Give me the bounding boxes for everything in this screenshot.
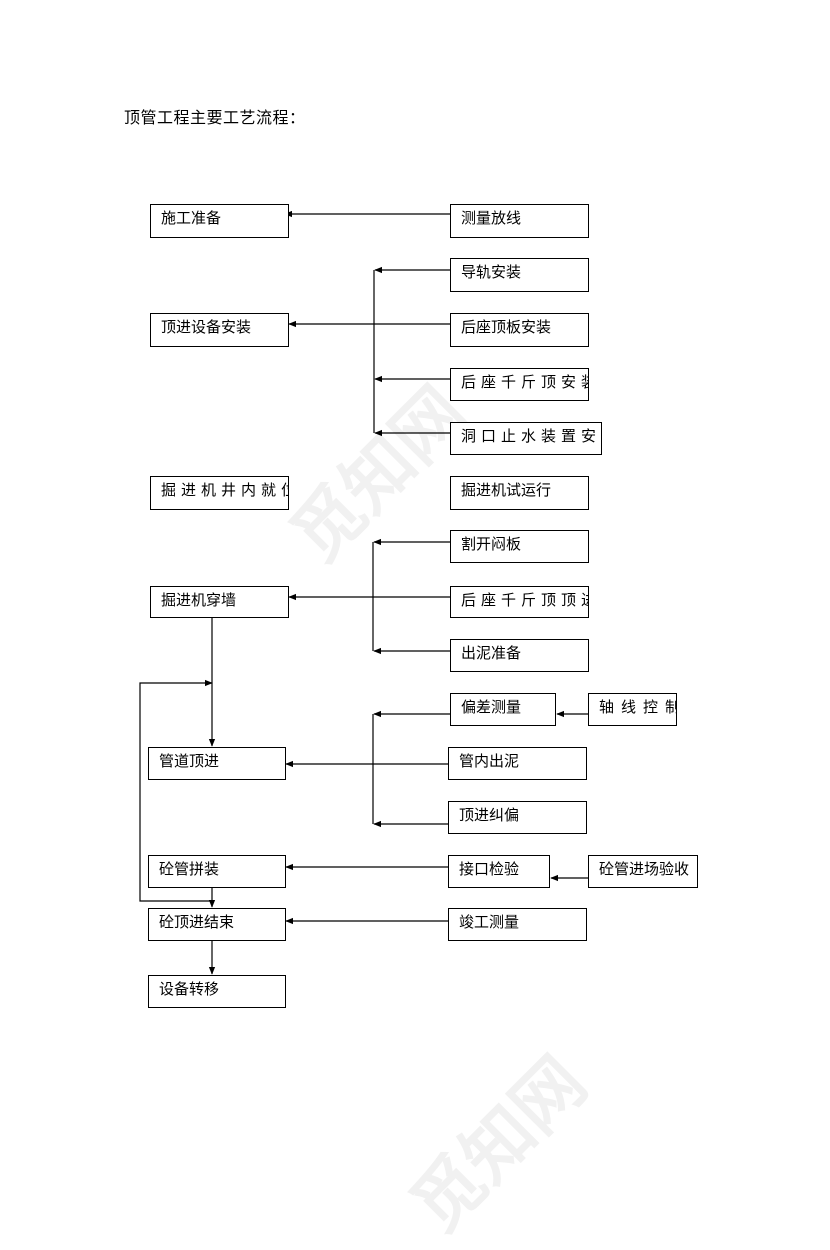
step-shield-in-place: 掘进机井内就位 <box>150 476 289 510</box>
step-equipment-move: 设备转移 <box>148 975 286 1008</box>
step-deviation-measure: 偏差测量 <box>450 693 556 726</box>
step-construction-prep: 施工准备 <box>150 204 289 238</box>
step-breakthrough: 掘进机穿墙 <box>150 586 289 618</box>
flow-connectors <box>139 210 588 975</box>
step-pipe-inspection: 砼管进场验收 <box>588 855 698 888</box>
step-trial-run: 掘进机试运行 <box>450 476 589 510</box>
step-survey-layout: 测量放线 <box>450 204 589 238</box>
step-back-jack-push: 后座千斤顶顶进 <box>450 586 589 618</box>
step-joint-check: 接口检验 <box>448 855 550 888</box>
step-jacking-end: 砼顶进结束 <box>148 908 286 941</box>
step-guide-rail-install: 导轨安装 <box>450 258 589 292</box>
step-back-jack-install: 后座千斤顶安装 <box>450 368 589 401</box>
step-axis-control: 轴线控制 <box>588 693 677 726</box>
step-cut-gate: 割开闷板 <box>450 530 589 563</box>
step-equipment-install: 顶进设备安装 <box>150 313 289 347</box>
step-mud-out: 管内出泥 <box>448 747 587 780</box>
step-completion-survey: 竣工测量 <box>448 908 587 941</box>
page-title: 顶管工程主要工艺流程： <box>124 108 306 127</box>
step-pipe-jacking: 管道顶进 <box>148 747 286 780</box>
step-portal-seal-install: 洞口止水装置安装 <box>450 422 602 455</box>
step-jacking-correction: 顶进纠偏 <box>448 801 587 834</box>
step-back-plate-install: 后座顶板安装 <box>450 313 589 347</box>
loop-back-line <box>139 679 213 902</box>
step-mud-prep: 出泥准备 <box>450 639 589 672</box>
step-pipe-assembly: 砼管拼装 <box>148 855 286 888</box>
